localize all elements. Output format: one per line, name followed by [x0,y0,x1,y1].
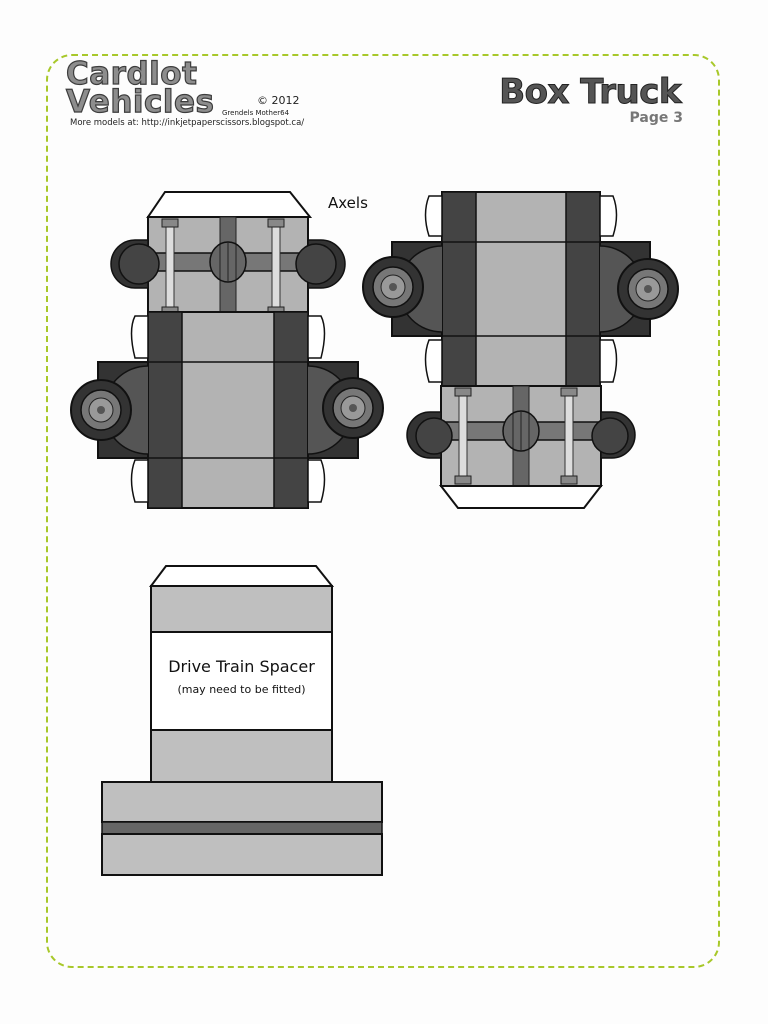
left-chassis-template [70,191,384,509]
logo-line-1: Cardlot [65,56,198,92]
authors: Grendels Mother64 [222,109,290,117]
spacer-note: (may need to be fitted) [177,683,306,696]
axels-label: Axels [328,194,368,212]
spacer-title: Drive Train Spacer [168,657,315,676]
right-chassis-template [362,191,679,509]
dashed-page-border [46,54,720,968]
more-models-link: More models at: http://inkjetpaperscisso… [70,118,305,128]
drive-train-spacer-template [101,565,383,876]
cardlot-logo: Cardlot Vehicles [65,56,215,120]
page-number: Page 3 [629,110,683,126]
logo-line-2: Vehicles [65,84,215,120]
page-title: Box Truck [499,72,682,113]
copyright: © 2012 [257,94,300,107]
